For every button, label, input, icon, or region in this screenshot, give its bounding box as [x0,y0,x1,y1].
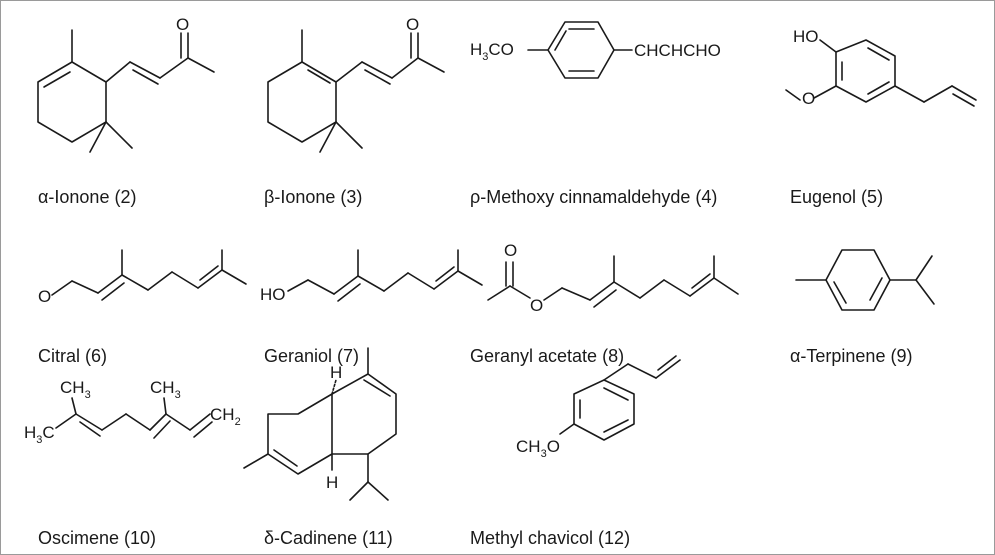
svg-text:CH3O: CH3O [516,437,560,460]
label-alpha-ionone: α-Ionone (2) [38,187,137,207]
svg-text:CH3: CH3 [150,378,181,401]
atom-ch: CH [60,378,85,397]
atom-ho: HO [260,285,286,304]
atom-subscript: 3 [85,389,91,401]
atom-subscript: 3 [175,389,181,401]
delta-cadinene-structure: H H [243,347,397,501]
atom-o: O [802,89,815,108]
atom-o: O [406,15,419,34]
geranyl-acetate-structure: O O [487,241,739,315]
geraniol-structure: HO [260,249,483,304]
alpha-terpinene-structure [795,249,935,311]
svg-text:H3CO: H3CO [470,40,514,63]
atom-o: O [547,437,560,456]
atom-subscript: 3 [541,448,547,460]
label-geraniol: Geraniol (7) [264,346,360,366]
label-beta-ionone: β-Ionone (3) [264,187,363,207]
label-methoxy-cinnamaldehyde: ρ-Methoxy cinnamaldehyde (4) [470,187,718,207]
atom-ch: CH [150,378,175,397]
atom-ch: CH [210,405,235,424]
atom-subscript: 3 [482,51,488,63]
label-geranyl-acetate: Geranyl acetate (8) [470,346,625,366]
atom-h: H [470,40,482,59]
atom-ho: HO [793,27,819,46]
label-citral: Citral (6) [38,346,108,366]
atom-h: H [326,473,338,492]
atom-chchcho: CHCHCHO [634,41,721,60]
atom-c: C [42,423,54,442]
alpha-ionone-structure: O [37,15,215,153]
atom-o: O [530,296,543,315]
atom-ch: CH [516,437,541,456]
atom-h: H [330,363,342,382]
label-eugenol: Eugenol (5) [790,187,884,207]
atom-o: O [176,15,189,34]
atom-o: O [504,241,517,260]
methoxy-cinnamaldehyde-structure: H3CO CHCHCHO [470,21,721,79]
atom-subscript: 3 [36,434,42,446]
atom-o: O [38,287,51,306]
atom-h: H [24,423,36,442]
label-ocimene: Oscimene (10) [38,528,157,548]
beta-ionone-structure: O [267,15,445,153]
methyl-chavicol-structure: CH3O [516,355,681,460]
svg-text:CH2: CH2 [210,405,241,428]
label-alpha-terpinene: α-Terpinene (9) [790,346,913,366]
eugenol-structure: HO O [785,27,977,108]
atom-subscript: 2 [235,416,241,428]
svg-text:H3C: H3C [24,423,55,446]
atom-co: CO [488,40,514,59]
label-methyl-chavicol: Methyl chavicol (12) [470,528,631,548]
svg-text:CH3: CH3 [60,378,91,401]
citral-structure: O [38,249,247,306]
ocimene-structure: CH3 H3C CH3 CH2 [24,378,241,446]
label-delta-cadinene: δ-Cadinene (11) [264,528,393,548]
